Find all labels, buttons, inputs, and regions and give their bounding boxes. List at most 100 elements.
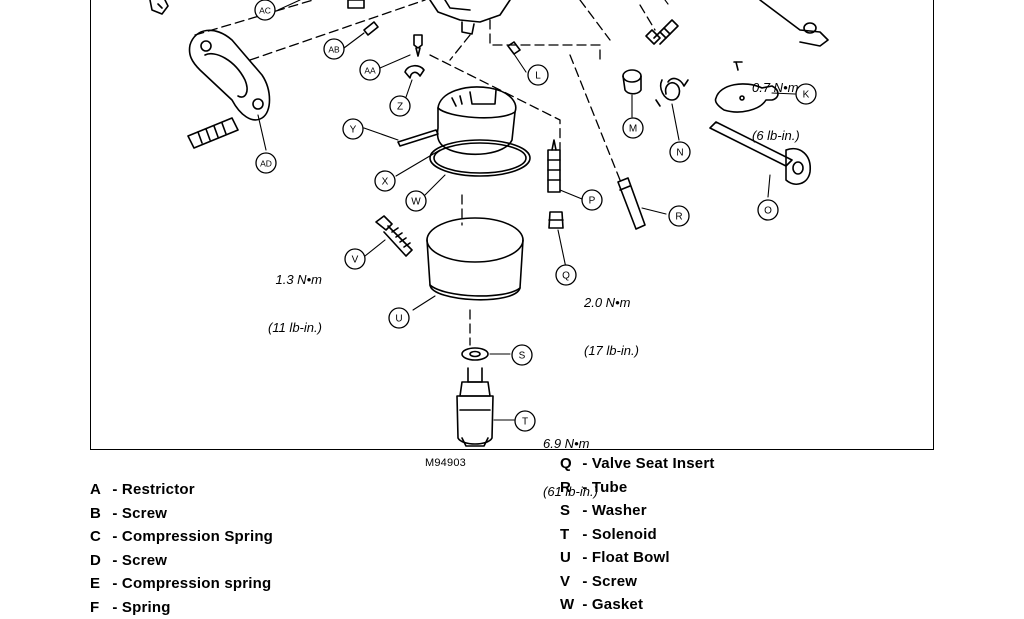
torque-callout-q: 2.0 N•m (17 lb-in.) xyxy=(584,263,639,375)
clip-z-part xyxy=(405,66,424,78)
tube-r-part xyxy=(618,178,645,229)
callout-u: U xyxy=(389,308,409,328)
legend-label: - Valve Seat Insert xyxy=(578,455,715,472)
legend-row: U - Float Bowl xyxy=(560,546,715,570)
legend-key: W xyxy=(560,593,578,617)
callout-ac: AC xyxy=(255,0,275,20)
callout-text: S xyxy=(519,351,526,362)
callout-z: Z xyxy=(390,96,410,116)
legend-key: V xyxy=(560,570,578,594)
callout-q: Q xyxy=(556,265,576,285)
needle-aa-part xyxy=(414,35,422,56)
legend-label: - Washer xyxy=(578,502,647,519)
callout-text: P xyxy=(589,196,596,207)
legend-row: E - Compression spring xyxy=(90,572,273,596)
torque-nm: 6.9 N•m xyxy=(543,436,598,452)
legend-row: C - Compression Spring xyxy=(90,525,273,549)
torque-lbin: (6 lb-in.) xyxy=(752,128,800,144)
legend-key: S xyxy=(560,499,578,523)
callout-r: R xyxy=(669,206,689,226)
screw-v-part xyxy=(376,216,412,256)
carburetor-body-part xyxy=(348,0,510,34)
legend-key: U xyxy=(560,546,578,570)
callout-text: AC xyxy=(259,6,271,16)
torque-callout-k: 0.7 N•m (6 lb-in.) xyxy=(752,48,800,160)
callout-text: V xyxy=(352,255,359,266)
torque-nm: 0.7 N•m xyxy=(752,80,800,96)
callout-o: O xyxy=(758,200,778,220)
callout-x: X xyxy=(375,171,395,191)
legend-row: D - Screw xyxy=(90,549,273,573)
callout-text: X xyxy=(382,177,389,188)
legend-label: - Float Bowl xyxy=(578,549,670,566)
callout-text: Z xyxy=(397,102,403,113)
callout-t: T xyxy=(515,411,535,431)
shaft-top-right-part xyxy=(760,0,828,46)
legend-key: A xyxy=(90,478,108,502)
screw-ab-part xyxy=(364,22,378,35)
legend-label: - Restrictor xyxy=(108,481,195,498)
callout-text: AB xyxy=(328,45,340,55)
spring-n-part xyxy=(656,79,688,106)
legend-key: D xyxy=(90,549,108,573)
callout-text: R xyxy=(675,212,682,223)
legend-row: B - Screw xyxy=(90,502,273,526)
callout-ab: AB xyxy=(324,39,344,59)
legend-key: B xyxy=(90,502,108,526)
callout-w: W xyxy=(406,191,426,211)
legend-row: W - Gasket xyxy=(560,593,715,617)
callout-n: N xyxy=(670,142,690,162)
callout-text: L xyxy=(535,71,541,82)
stud-part xyxy=(188,118,238,148)
callout-text: AD xyxy=(260,159,272,169)
legend-row: F - Spring xyxy=(90,596,273,619)
callout-text: K xyxy=(803,90,810,101)
callout-text: Y xyxy=(350,125,357,136)
legend-row: V - Screw xyxy=(560,570,715,594)
legend-label: - Screw xyxy=(578,573,637,590)
gasket-w-part xyxy=(430,140,530,176)
torque-lbin: (11 lb-in.) xyxy=(268,320,322,336)
callout-text: M xyxy=(629,124,637,135)
legend-key: F xyxy=(90,596,108,619)
legend-label: - Compression Spring xyxy=(108,528,273,545)
legend-row: T - Solenoid xyxy=(560,523,715,547)
torque-nm: 1.3 N•m xyxy=(268,272,322,288)
legend-row: R - Tube xyxy=(560,476,715,500)
valve-needle-p-part xyxy=(548,140,560,192)
pin-y-part xyxy=(398,130,438,146)
callout-text: Q xyxy=(562,271,570,282)
callout-l: L xyxy=(528,65,548,85)
callout-text: U xyxy=(395,314,402,325)
torque-nm: 2.0 N•m xyxy=(584,295,639,311)
callout-s: S xyxy=(512,345,532,365)
washer-s-part xyxy=(462,348,488,360)
legend-key: E xyxy=(90,572,108,596)
gasket-ad-part xyxy=(189,30,269,120)
legend-label: - Screw xyxy=(108,552,167,569)
legend-label: - Tube xyxy=(578,479,627,496)
callout-text: W xyxy=(411,197,421,208)
torque-callout-v: 1.3 N•m (11 lb-in.) xyxy=(268,240,322,352)
solenoid-t-part xyxy=(457,368,493,446)
legend-label: - Screw xyxy=(108,505,167,522)
legend-key: Q xyxy=(560,452,578,476)
legend-label: - Compression spring xyxy=(108,575,271,592)
callout-text: O xyxy=(764,206,772,217)
legend-label: - Spring xyxy=(108,599,171,616)
callout-p: P xyxy=(582,190,602,210)
callout-y: Y xyxy=(343,119,363,139)
callout-text: T xyxy=(522,417,528,428)
bushing-m-part xyxy=(623,70,641,94)
torque-lbin: (17 lb-in.) xyxy=(584,343,639,359)
legend-key: R xyxy=(560,476,578,500)
legend-label: - Solenoid xyxy=(578,526,657,543)
valve-seat-insert-q-part xyxy=(549,212,563,228)
callout-text: N xyxy=(676,148,683,159)
legend-label: - Gasket xyxy=(578,596,643,613)
plug-l-part xyxy=(508,42,520,54)
